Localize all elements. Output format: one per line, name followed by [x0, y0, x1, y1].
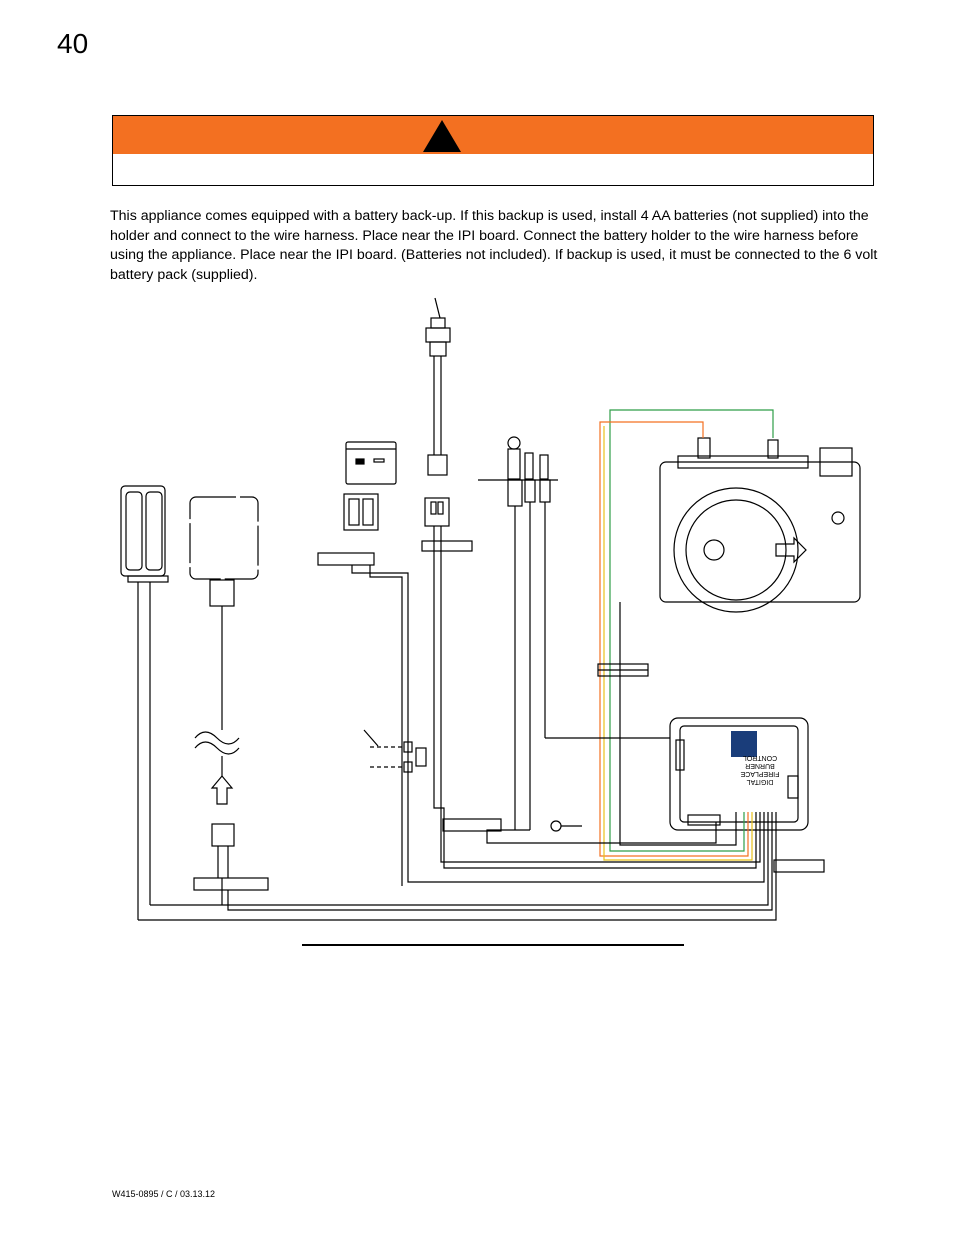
- toggle-switch-icon: [421, 297, 473, 552]
- battery-holder-icon: [120, 485, 169, 920]
- plug-icon: [210, 775, 234, 805]
- control-module-icon: DIGITAL FIREPLACE BURNER CONTROL: [669, 717, 809, 831]
- wire-green: [609, 409, 774, 852]
- battery-backup-paragraph: This appliance comes equipped with a bat…: [110, 208, 878, 283]
- wire-yellow: [603, 426, 753, 861]
- document-code: W415-0895 / C / 03.13.12: [112, 1189, 216, 1199]
- pilot-assembly-icon: [478, 436, 558, 830]
- module-label-line-4: CONTROL: [743, 754, 777, 761]
- wire-orange: [599, 421, 749, 857]
- module-label-line-3: BURNER: [745, 762, 775, 769]
- black-wiring: [138, 526, 825, 921]
- transformer-icon: [189, 496, 269, 891]
- wiring-diagram: DIGITAL FIREPLACE BURNER CONTROL: [120, 297, 861, 946]
- page-number: 40: [57, 28, 89, 59]
- rocker-switch-icon: [317, 441, 397, 566]
- warning-triangle-icon: [423, 120, 461, 152]
- module-label-line-1: DIGITAL: [747, 778, 774, 785]
- ground-terminal-icon: [550, 820, 562, 832]
- module-label-line-2: FIREPLACE: [740, 770, 779, 777]
- warning-bar: [113, 116, 873, 154]
- warning-box: [112, 115, 874, 186]
- gas-valve-icon: [659, 437, 861, 613]
